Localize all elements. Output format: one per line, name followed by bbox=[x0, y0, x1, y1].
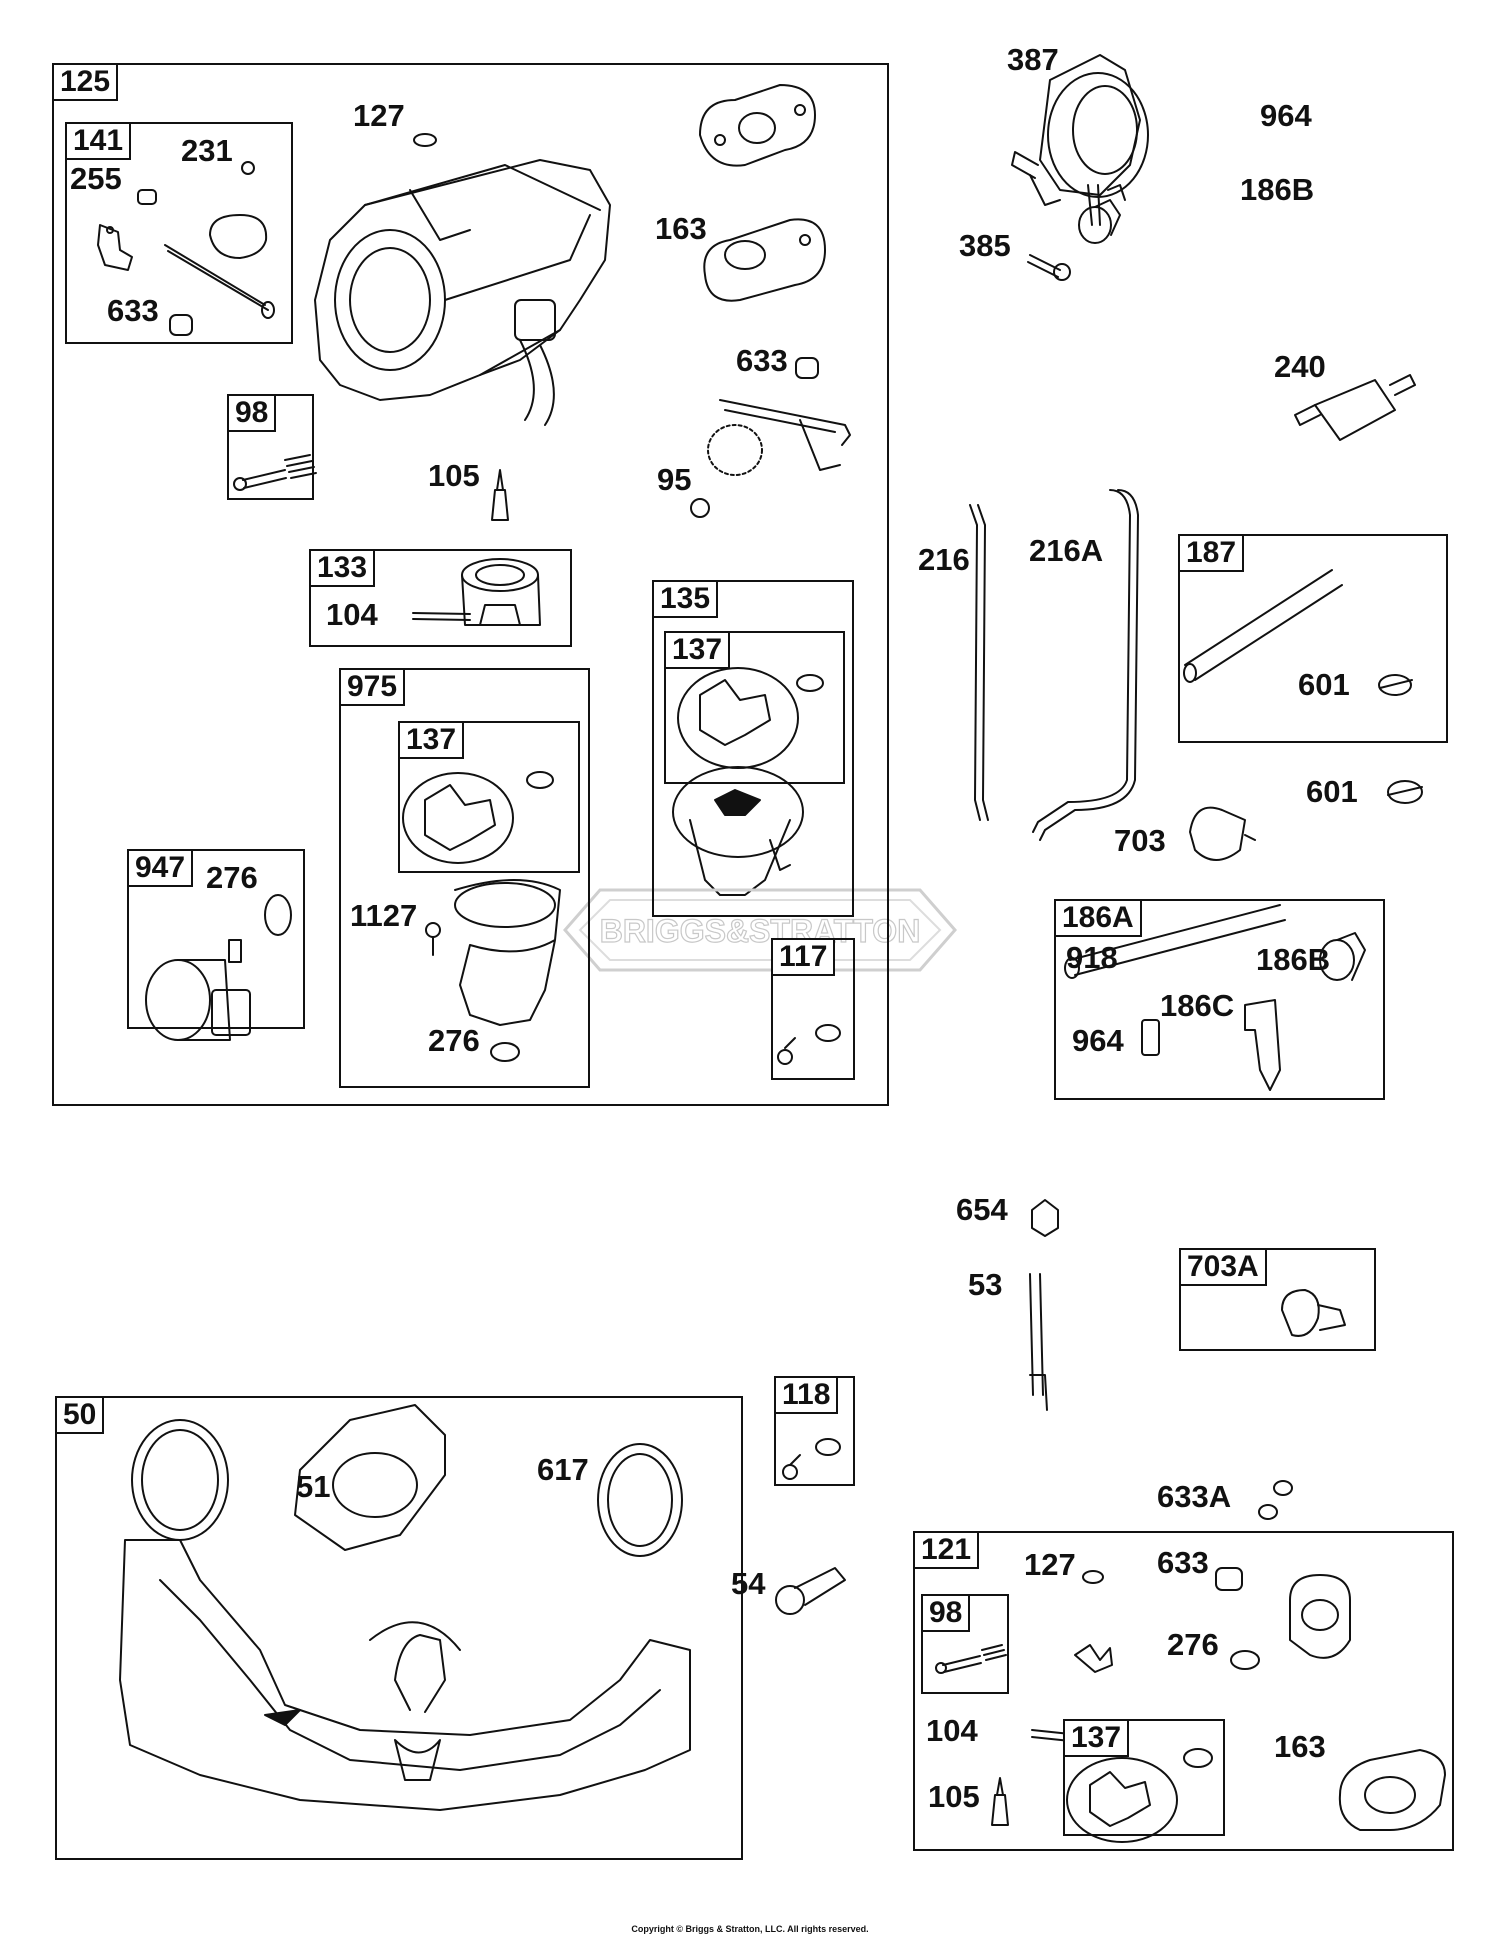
box-tag: 98 bbox=[923, 1596, 971, 1632]
box-tag: 703A bbox=[1181, 1250, 1267, 1286]
box-137-lower: 137 bbox=[1063, 1719, 1225, 1836]
part-label-601: 601 bbox=[1306, 774, 1358, 809]
part-label-127: 127 bbox=[1024, 1547, 1076, 1582]
box-703A: 703A bbox=[1179, 1248, 1376, 1351]
box-125: 125 bbox=[52, 63, 889, 1106]
part-label-918: 918 bbox=[1066, 940, 1118, 975]
box-tag: 135 bbox=[654, 582, 719, 618]
part-label-51: 51 bbox=[296, 1469, 331, 1504]
box-tag: 137 bbox=[1065, 1721, 1130, 1757]
box-tag: 133 bbox=[311, 551, 376, 587]
box-tag: 50 bbox=[57, 1398, 105, 1434]
box-947: 947 bbox=[127, 849, 305, 1029]
copyright-notice: Copyright © Briggs & Stratton, LLC. All … bbox=[631, 1924, 869, 1934]
box-975: 975 bbox=[339, 668, 590, 1088]
part-label-186B: 186B bbox=[1256, 942, 1331, 977]
part-label-385: 385 bbox=[959, 228, 1011, 263]
part-label-633: 633 bbox=[107, 293, 159, 328]
part-label-617: 617 bbox=[537, 1452, 589, 1487]
part-label-633A: 633A bbox=[1157, 1479, 1232, 1514]
box-tag: 121 bbox=[915, 1533, 980, 1569]
part-label-703: 703 bbox=[1114, 823, 1166, 858]
carburetor-body-drawing bbox=[314, 159, 611, 426]
briggs-stratton-watermark: BRIGGS&STRATTON bbox=[563, 888, 957, 972]
box-186A: 186A bbox=[1054, 899, 1385, 1100]
box-135: 135 bbox=[652, 580, 854, 917]
part-label-387: 387 bbox=[1007, 42, 1059, 77]
part-label-105: 105 bbox=[428, 458, 480, 493]
box-98-lower: 98 bbox=[921, 1594, 1009, 1694]
part-label-54: 54 bbox=[731, 1566, 766, 1601]
part-label-127: 127 bbox=[353, 98, 405, 133]
box-tag: 118 bbox=[776, 1378, 839, 1414]
part-label-95: 95 bbox=[657, 462, 692, 497]
box-tag: 975 bbox=[341, 670, 406, 706]
part-label-1127: 1127 bbox=[350, 898, 418, 933]
box-118: 118 bbox=[774, 1376, 855, 1486]
box-tag: 98 bbox=[229, 396, 277, 432]
part-label-163: 163 bbox=[1274, 1729, 1326, 1764]
box-141: 141 bbox=[65, 122, 293, 344]
box-187: 187 bbox=[1178, 534, 1448, 743]
box-50: 50 bbox=[55, 1396, 743, 1860]
part-label-186B: 186B bbox=[1240, 172, 1315, 207]
part-label-276: 276 bbox=[428, 1023, 480, 1058]
part-label-104: 104 bbox=[926, 1713, 978, 1748]
part-label-186C: 186C bbox=[1160, 988, 1235, 1023]
box-tag: 117 bbox=[773, 940, 836, 976]
box-tag: 137 bbox=[666, 633, 731, 669]
part-label-276: 276 bbox=[1167, 1627, 1219, 1662]
box-137-middle: 137 bbox=[398, 721, 580, 873]
part-label-163: 163 bbox=[655, 211, 707, 246]
part-label-654: 654 bbox=[956, 1192, 1008, 1227]
part-label-633: 633 bbox=[736, 343, 788, 378]
part-label-276: 276 bbox=[206, 860, 258, 895]
part-label-240: 240 bbox=[1274, 349, 1326, 384]
watermark-text: BRIGGS&STRATTON bbox=[600, 913, 921, 949]
box-121: 121 bbox=[913, 1531, 1454, 1851]
part-label-104: 104 bbox=[326, 597, 378, 632]
box-tag: 125 bbox=[54, 65, 119, 101]
part-label-633: 633 bbox=[1157, 1545, 1209, 1580]
part-label-964: 964 bbox=[1260, 98, 1312, 133]
part-label-216: 216 bbox=[918, 542, 970, 577]
box-133: 133 bbox=[309, 549, 572, 647]
box-137-upper: 137 bbox=[664, 631, 845, 784]
box-tag: 137 bbox=[400, 723, 465, 759]
box-tag: 186A bbox=[1056, 901, 1142, 937]
part-label-216A: 216A bbox=[1029, 533, 1104, 568]
part-label-255: 255 bbox=[70, 161, 122, 196]
box-98-upper: 98 bbox=[227, 394, 314, 500]
box-tag: 947 bbox=[129, 851, 194, 887]
part-label-964: 964 bbox=[1072, 1023, 1124, 1058]
part-label-231: 231 bbox=[181, 133, 233, 168]
box-117: 117 bbox=[771, 938, 855, 1080]
box-tag: 187 bbox=[1180, 536, 1245, 572]
part-label-601: 601 bbox=[1298, 667, 1350, 702]
part-label-53: 53 bbox=[968, 1267, 1003, 1302]
part-label-105: 105 bbox=[928, 1779, 980, 1814]
box-tag: 141 bbox=[67, 124, 132, 160]
